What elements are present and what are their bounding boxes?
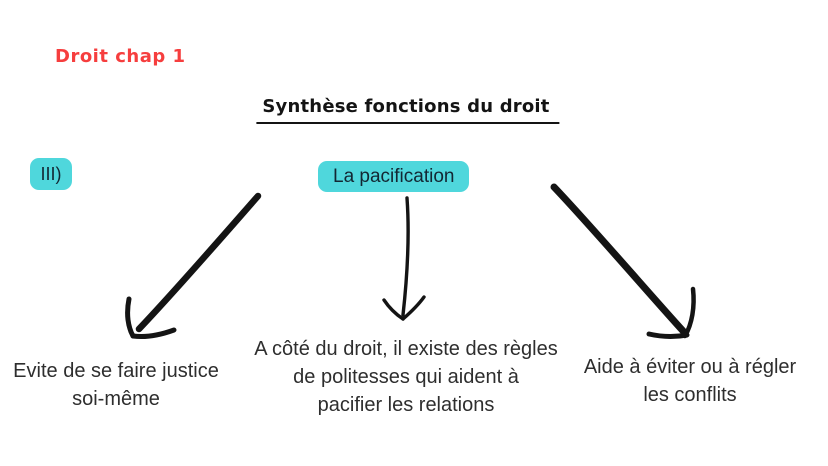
leaf-note-center: A côté du droit, il existe des règles de…: [254, 338, 558, 416]
leaf-note-left: Evite de se faire justice soi-même: [13, 360, 219, 410]
page-title: Synthèse fonctions du droit: [256, 96, 560, 124]
arrow-down-right-icon: [550, 183, 696, 339]
arrow-down-left-icon: [125, 192, 262, 339]
section-badge: III): [30, 158, 72, 190]
root-node-badge: La pacification: [318, 161, 470, 192]
chapter-label: Droit chap 1: [55, 46, 186, 67]
leaf-note-right: Aide à éviter ou à régler les conflits: [583, 356, 797, 406]
arrow-down-icon: [382, 196, 426, 321]
